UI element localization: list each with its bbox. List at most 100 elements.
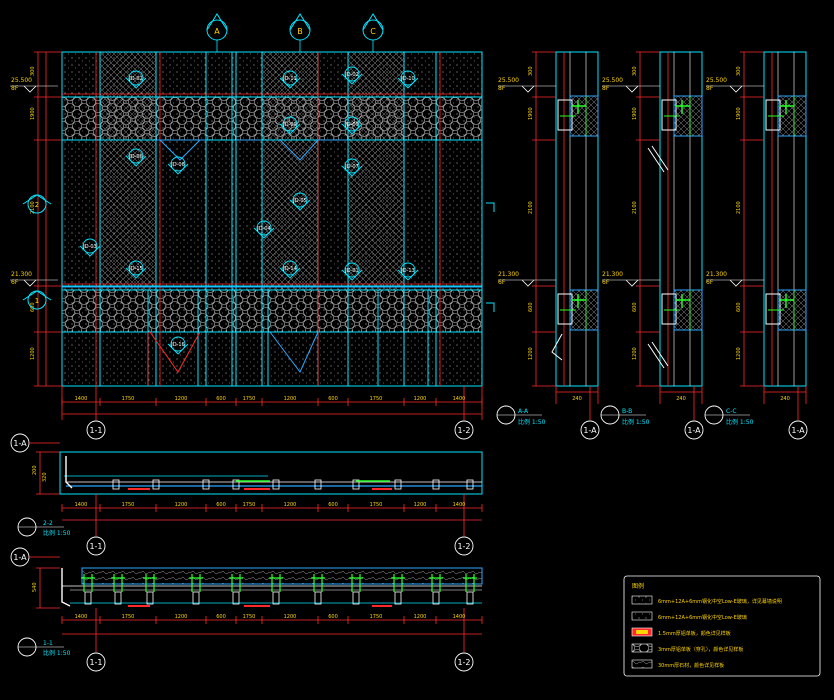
panel-tag-label: JD-05 [292, 198, 307, 204]
plan-mullion [432, 479, 440, 490]
plan1-brackets [81, 574, 477, 607]
plan-mullion [314, 479, 322, 490]
dimension-text: 1400 [453, 502, 466, 508]
legend-label: 30mm厚石材，颜色详见样板 [658, 662, 724, 669]
dimension-text: 1750 [243, 502, 256, 508]
section-level-value: 21.300 [602, 271, 623, 278]
panel-tag-label: JD-09 [344, 122, 359, 128]
panel-tag-label: JD-10 [400, 76, 415, 82]
legend-box [623, 575, 821, 677]
panel-tag: JD-14 [279, 260, 301, 279]
panel-tag-label: JD-06 [170, 162, 185, 168]
column-marker-a: A [206, 13, 228, 41]
plan-mullion [202, 479, 210, 490]
plan1-axis-top: 1-A [10, 547, 60, 567]
panel-tag-label: JD-03 [82, 244, 97, 250]
section-level-floor: 6F [706, 279, 714, 286]
panel-tag-label: JD-09 [282, 122, 297, 128]
plan2-axis-right: 1-2 [454, 536, 474, 556]
panel-tag-label: JD-13 [400, 268, 415, 274]
section-level-value: 25.500 [706, 77, 727, 84]
elevation-fills [62, 52, 482, 386]
plan-bracket [269, 574, 283, 592]
section-level-floor: 8F [498, 85, 506, 92]
dimension-text: 600 [216, 396, 226, 402]
elevation-axis-left: 1-1 [86, 416, 106, 440]
panel-tag-label: JD-01 [344, 268, 359, 274]
svg-text:300: 300 [736, 66, 742, 76]
svg-text:1-A: 1-A [13, 439, 27, 448]
panel-tag-label: JD-16 [170, 342, 185, 348]
dimension-text: 1200 [175, 396, 188, 402]
panel-tag: JD-02 [341, 66, 363, 85]
svg-text:240: 240 [572, 396, 582, 402]
svg-text:240: 240 [676, 396, 686, 402]
svg-text:200: 200 [32, 465, 38, 475]
level-mark-bottom: 21.300 6F [10, 271, 58, 287]
section-view: 30019002100600120025.5008F21.3006F240C-C… [704, 51, 808, 440]
legend-item: 3mm厚铝单板（穿孔），颜色详见样板 [631, 643, 743, 653]
dimension-text: 1750 [370, 396, 383, 402]
svg-text:600: 600 [736, 302, 742, 312]
dimension-text: 600 [328, 614, 338, 620]
panel-tag-label: JD-06 [128, 154, 143, 160]
svg-text:1-1: 1-1 [43, 640, 53, 647]
section-level-value: 21.300 [706, 271, 727, 278]
plan1-section-label: 1-1 比例 1:50 [17, 637, 71, 657]
section-level-value: 25.500 [602, 77, 623, 84]
panel-tag: JD-07 [341, 158, 363, 177]
legend-items: 6mm+12A+6mm钢化中空Low-E玻璃，详见幕墙说明6mm+12A+6mm… [631, 595, 782, 669]
plan-bracket [391, 574, 405, 592]
column-marker-b: B [289, 13, 311, 41]
dimension-text: 600 [216, 614, 226, 620]
section-views: 30019002100600120025.5008F21.3006F240A-A… [496, 51, 808, 440]
svg-text:600: 600 [30, 302, 36, 312]
legend-title: 图例 [632, 582, 644, 590]
dimension-text: 1750 [370, 502, 383, 508]
legend-label: 6mm+12A+6mm钢化中空Low-E玻璃，详见幕墙说明 [658, 598, 782, 605]
elevation-red-lines [62, 52, 482, 386]
left-dimension-chain [34, 51, 62, 387]
svg-text:1-2: 1-2 [457, 542, 470, 551]
section-level-floor: 8F [706, 85, 714, 92]
plan-mullion [466, 479, 474, 490]
legend-label: 1.5mm厚铝单板，颜色详见样板 [658, 630, 731, 637]
svg-text:1200: 1200 [736, 347, 742, 360]
plan-bracket [143, 574, 157, 592]
legend-item: 6mm+12A+6mm钢化中空Low-E玻璃，详见幕墙说明 [631, 595, 782, 605]
svg-text:1200: 1200 [528, 347, 534, 360]
left-dim-text: 300 1900 2100 600 1200 [30, 66, 36, 360]
plan-bracket [229, 574, 243, 592]
panel-tag: JD-05 [289, 192, 311, 211]
stone-column-2 [262, 52, 318, 290]
plan-mullion [394, 479, 402, 490]
panel-tag-label: JD-14 [282, 266, 297, 272]
plan-mullion [272, 479, 280, 490]
stone-column-1 [100, 52, 156, 290]
svg-text:1-2: 1-2 [457, 658, 470, 667]
section-scale: 比例 1:50 [518, 418, 546, 426]
section-scale: 比例 1:50 [726, 418, 754, 426]
section-id: B-B [622, 408, 632, 415]
svg-text:B: B [297, 27, 303, 36]
section-level-floor: 6F [498, 279, 506, 286]
panel-tag: JD-11 [279, 70, 301, 89]
dimension-text: 1400 [75, 614, 88, 620]
level-mark-top: 25.500 8F [10, 77, 58, 93]
dimension-text: 1200 [414, 502, 427, 508]
section-level-floor: 6F [602, 279, 610, 286]
panel-tag: JD-03 [79, 238, 101, 257]
dimension-text: 1400 [453, 396, 466, 402]
dimension-text: 600 [328, 396, 338, 402]
plan1-dim-lines [36, 567, 482, 652]
svg-text:2100: 2100 [30, 201, 36, 214]
svg-text:比例 1:50: 比例 1:50 [43, 529, 71, 537]
dimension-text: 1750 [243, 396, 256, 402]
svg-text:8F: 8F [11, 85, 19, 92]
plan-bracket [311, 574, 325, 592]
panel-tag: JD-09 [341, 116, 363, 135]
